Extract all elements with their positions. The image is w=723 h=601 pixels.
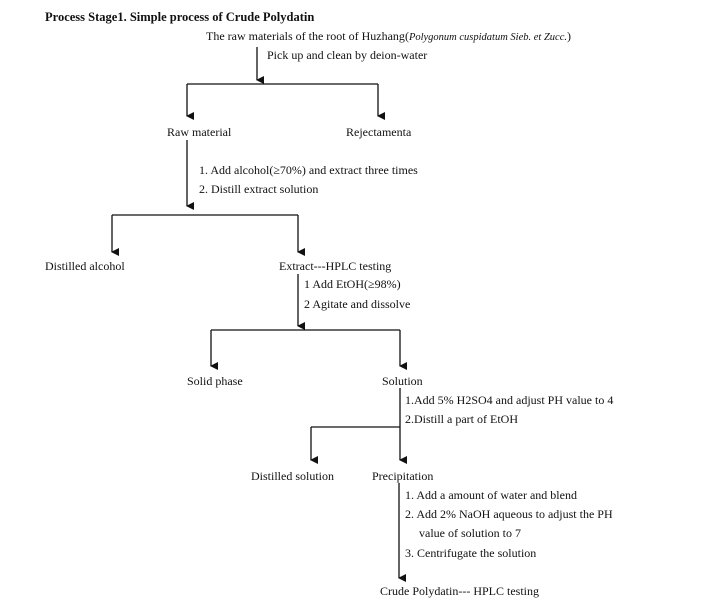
node-distilled-solution: Distilled solution — [251, 469, 335, 483]
node-raw-material: Raw material — [167, 125, 232, 139]
step-add-naoh-cont: value of solution to 7 — [419, 526, 521, 540]
node-extract-hplc: Extract---HPLC testing — [279, 259, 392, 273]
step-distill-extract: 2. Distill extract solution — [199, 182, 319, 196]
node-rejectamenta: Rejectamenta — [346, 125, 412, 139]
node-precipitation: Precipitation — [372, 469, 434, 483]
step-agitate-dissolve: 2 Agitate and dissolve — [304, 297, 411, 311]
step-add-alcohol: 1. Add alcohol(≥70%) and extract three t… — [199, 163, 418, 177]
latin-name: Polygonum cuspidatum Sieb. et Zucc. — [408, 32, 567, 43]
step-pick-clean: Pick up and clean by deion-water — [267, 48, 428, 62]
step-distill-etoh: 2.Distill a part of EtOH — [405, 412, 518, 426]
node-solution: Solution — [382, 374, 423, 388]
step-add-h2so4: 1.Add 5% H2SO4 and adjust PH value to 4 — [405, 393, 614, 407]
step-centrifugate: 3. Centrifugate the solution — [405, 546, 537, 560]
step-add-etoh: 1 Add EtOH(≥98%) — [304, 277, 401, 291]
raw-materials-text: The raw materials of the root of Huzhang — [206, 29, 405, 43]
raw-materials-label: The raw materials of the root of Huzhang… — [206, 29, 571, 43]
node-distilled-alcohol: Distilled alcohol — [45, 259, 125, 273]
node-solid-phase: Solid phase — [187, 374, 243, 388]
diagram-title: Process Stage1. Simple process of Crude … — [45, 10, 315, 24]
step-add-water: 1. Add a amount of water and blend — [405, 488, 577, 502]
step-add-naoh: 2. Add 2% NaOH aqueous to adjust the PH — [405, 507, 613, 521]
node-crude-polydatin: Crude Polydatin--- HPLC testing — [380, 584, 539, 598]
